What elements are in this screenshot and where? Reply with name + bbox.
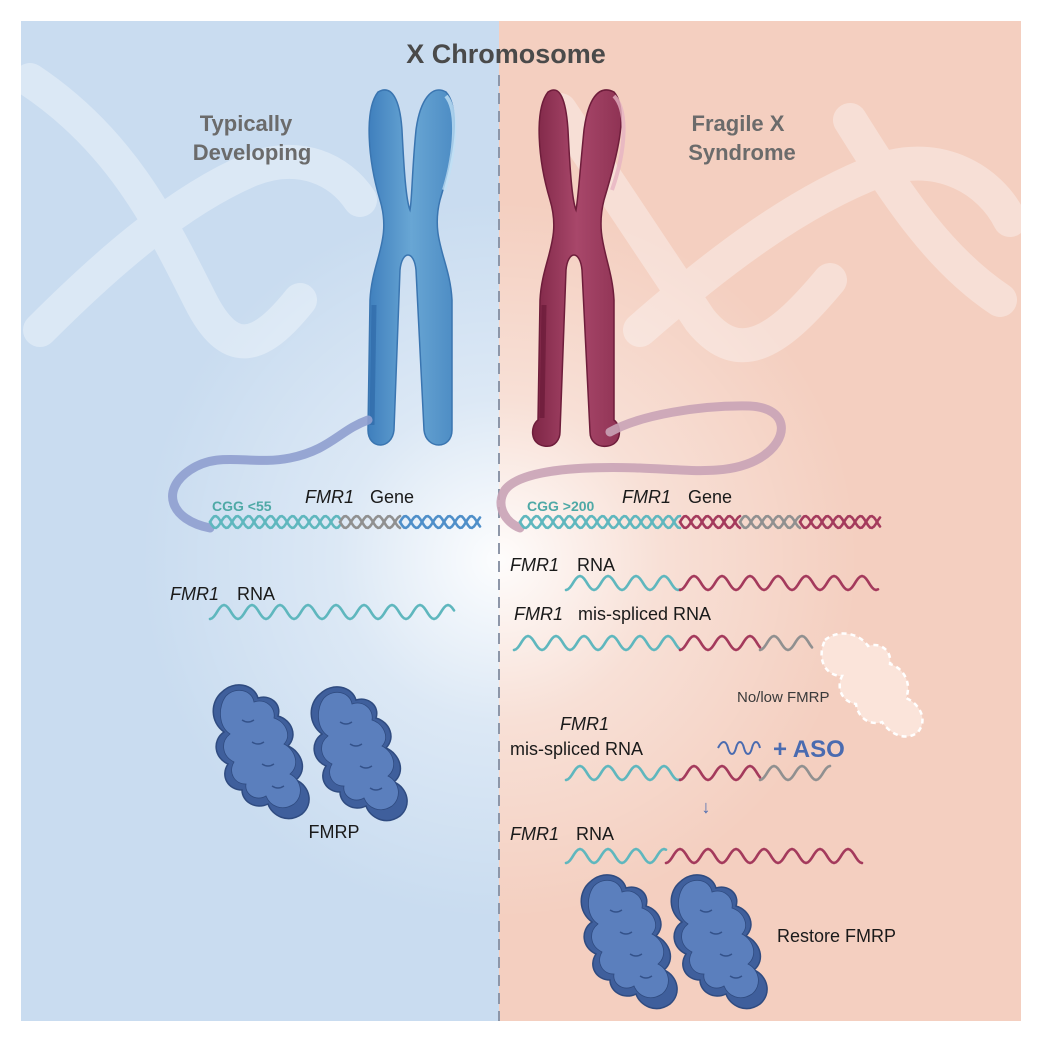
right-gene-label: Gene — [688, 487, 732, 507]
fmrp-protein-left-1-fold-1 — [251, 741, 265, 745]
aso-missplice-rna-seg-1 — [678, 764, 762, 782]
right-missplice-rna-seg-2 — [758, 634, 814, 652]
right-gene-italic: FMR1 — [622, 487, 671, 507]
aso-rna-label: mis-spliced RNA — [510, 739, 643, 759]
fmrp-protein-restored-2-fold-2 — [719, 953, 733, 957]
right-gene-helix-strand-b-0 — [518, 514, 682, 530]
fmrp-protein-left-2-fold-0 — [339, 721, 353, 725]
left-gene-helix-strand-b-1 — [338, 514, 402, 530]
figure-title: X Chromosome — [406, 39, 606, 69]
right-gene-helix-strand-b-3 — [798, 514, 882, 530]
no-low-fmrp-label: No/low FMRP — [737, 689, 830, 706]
fmrp-protein-left-1-fold-3 — [271, 785, 285, 789]
fmrp-protein-left-2-fold-1 — [349, 743, 363, 747]
right-gene-helix-strand-a-0 — [518, 514, 682, 530]
fmrp-protein-restored-2 — [670, 874, 768, 1010]
right-rna1-seg-1 — [678, 574, 880, 592]
fmrp-protein-restored-2-fold-0 — [699, 909, 713, 913]
right-gene-helix-strand-b-2 — [738, 514, 802, 530]
right-rna2-label: RNA — [576, 824, 614, 844]
fmrp-protein-left-2-fold-3 — [369, 787, 383, 791]
right-missplice-italic: FMR1 — [514, 604, 563, 624]
fmrp-protein-restored-1-fold-1 — [619, 931, 633, 935]
left-chromatin-tail — [168, 415, 373, 533]
left-gene-helix-strand-b-2 — [398, 514, 482, 530]
left-heading-line1: Typically — [200, 111, 293, 136]
aso-missplice-rna-seg-0 — [564, 764, 682, 782]
right-missplice-rna-seg-1 — [678, 634, 762, 652]
left-heading-line2: Developing — [193, 140, 312, 165]
fmrp-protein-restored-2-fold-3 — [729, 975, 743, 979]
right-gene-helix-strand-b-1 — [678, 514, 742, 530]
fmrp-protein-restored-1-fold-3 — [639, 975, 653, 979]
fmrp-protein-restored-1-fold-2 — [629, 953, 643, 957]
right-gene-helix-strand-a-1 — [678, 514, 742, 530]
left-gene-label: Gene — [370, 487, 414, 507]
fmrp-protein-restored-1 — [580, 874, 678, 1010]
fmrp-protein-left-1-layer-1 — [220, 689, 301, 809]
left-rna-seg-0 — [208, 603, 456, 621]
right-missplice-rna-seg-0 — [512, 634, 682, 652]
aso-molecule-icon — [717, 741, 761, 755]
aso-label: + ASO — [773, 736, 845, 763]
right-missplice-label: mis-spliced RNA — [578, 604, 711, 624]
fmrp-protein-restored-1-fold-0 — [609, 909, 623, 913]
typical-x-chromosome — [367, 89, 457, 446]
left-gene-helix-strand-b-0 — [208, 514, 342, 530]
right-heading-line1: Fragile X — [692, 111, 785, 136]
nucleic-acid-strands — [208, 514, 882, 865]
restore-fmrp-label: Restore FMRP — [777, 926, 896, 946]
fmrp-protein-left-1-fold-2 — [261, 763, 275, 767]
aso-rna-italic: FMR1 — [560, 714, 609, 734]
fmrp-protein-left-2 — [310, 686, 408, 822]
left-cgg-label: CGG <55 — [212, 498, 272, 514]
right-rna1-italic: FMR1 — [510, 555, 559, 575]
left-fmrp-label: FMRP — [309, 822, 360, 842]
right-rna1-seg-0 — [564, 574, 682, 592]
down-arrow: ↓ — [702, 797, 711, 817]
fragile-x-chromosome — [531, 89, 626, 448]
right-cgg-label: CGG >200 — [527, 498, 595, 514]
right-rna1-label: RNA — [577, 555, 615, 575]
fmrp-protein-left-1 — [212, 684, 310, 820]
left-rna-italic: FMR1 — [170, 584, 219, 604]
right-rna2-seg-1 — [664, 847, 864, 865]
right-gene-helix-strand-a-2 — [738, 514, 802, 530]
right-rna2-italic: FMR1 — [510, 824, 559, 844]
left-rna-label: RNA — [237, 584, 275, 604]
fmrp-protein-restored-2-fold-1 — [709, 931, 723, 935]
fmrp-protein-restored-1-layer-1 — [588, 879, 669, 999]
right-heading-line2: Syndrome — [688, 140, 796, 165]
left-gene-italic: FMR1 — [305, 487, 354, 507]
fmrp-protein-restored-2-layer-1 — [678, 879, 759, 999]
fmrp-proteins — [212, 684, 768, 1010]
missing-fmrp-outline — [820, 632, 924, 738]
right-rna2-seg-0 — [564, 847, 668, 865]
fmrp-protein-left-1-fold-0 — [241, 719, 255, 723]
fmrp-protein-left-2-fold-2 — [359, 765, 373, 769]
fmrp-protein-left-2-layer-1 — [318, 691, 399, 811]
right-chromatin-tail — [496, 401, 786, 533]
aso-missplice-rna-seg-2 — [758, 764, 832, 782]
left-gene-helix-strand-a-1 — [338, 514, 402, 530]
